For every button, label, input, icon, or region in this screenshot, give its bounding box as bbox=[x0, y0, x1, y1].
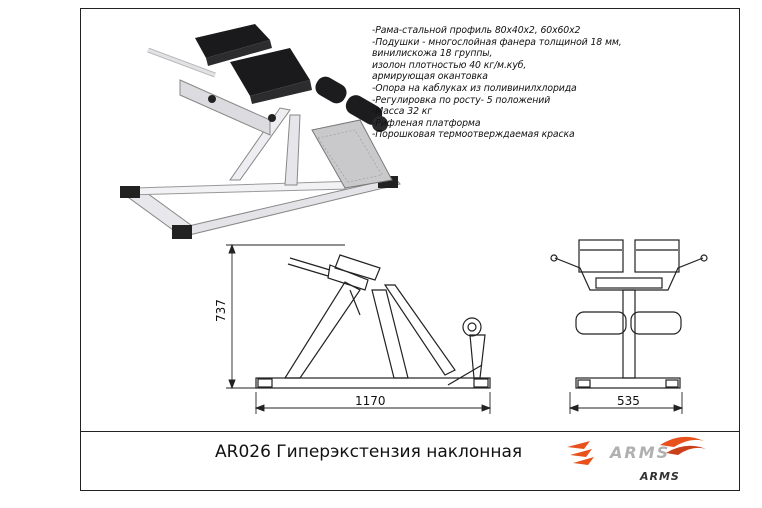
spec-line: -Рама-стальной профиль 80х40х2, 60х60х2 bbox=[372, 25, 581, 36]
title-block-divider bbox=[81, 431, 739, 432]
spec-line: винилискожа 18 группы, bbox=[372, 48, 493, 60]
spec-line: армирующая окантовка bbox=[372, 71, 488, 83]
arms-logo-icon bbox=[567, 436, 706, 465]
drawing-sheet bbox=[80, 8, 740, 491]
spec-line: -Рифленая платформа bbox=[372, 117, 481, 129]
dimension-lines bbox=[226, 243, 684, 414]
product-title: AR026 Гиперэкстензия наклонная bbox=[215, 442, 523, 462]
spec-line: изолон плотностью 40 кг/м.куб, bbox=[372, 59, 527, 71]
spec-line: -Опора на каблуках из поливинилхлорида bbox=[372, 82, 577, 94]
dimension-height: 737 bbox=[214, 299, 228, 322]
front-view-drawing bbox=[550, 239, 708, 389]
spec-line: -Масса 32 кг bbox=[372, 106, 433, 118]
dimension-length: 1170 bbox=[355, 394, 386, 408]
side-view-drawing bbox=[255, 254, 491, 389]
specifications-list: -Рама-стальной профиль 80х40х2, 60х60х2 … bbox=[372, 25, 662, 141]
spec-line: -Порошковая термоотверждаемая краска bbox=[372, 129, 575, 141]
logo-brand-small: ARMS bbox=[640, 470, 680, 483]
product-render bbox=[120, 24, 401, 239]
logo-brand-large: ARMS bbox=[610, 443, 671, 462]
spec-line: -Подушки - многослойная фанера толщиной … bbox=[372, 36, 622, 48]
dimension-width: 535 bbox=[617, 394, 640, 408]
spec-line: -Регулировка по росту- 5 положений bbox=[372, 94, 551, 106]
